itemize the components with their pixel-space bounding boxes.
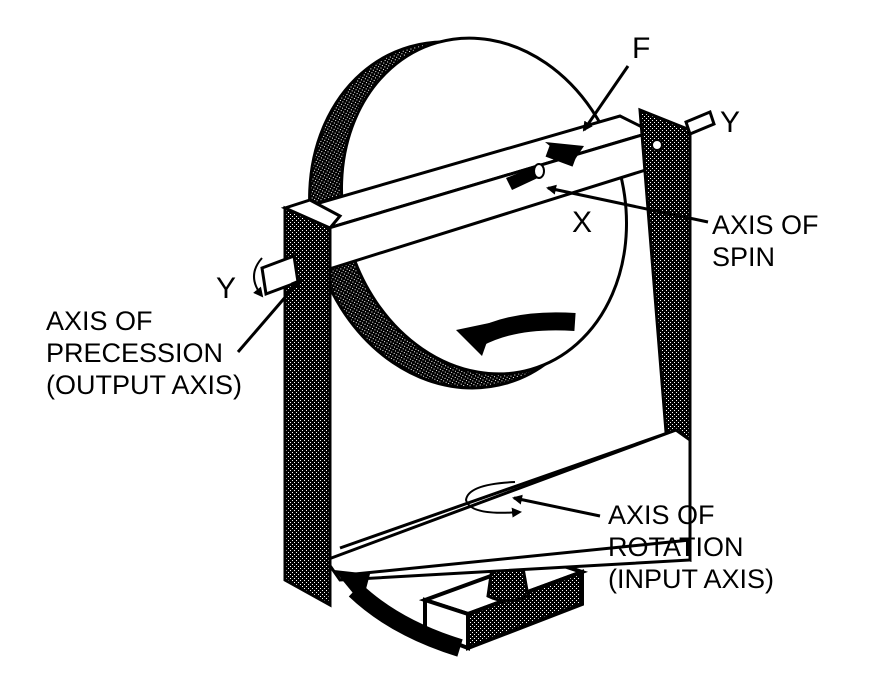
rotation-label-line2: ROTATION <box>608 532 744 562</box>
precession-label-line2: PRECESSION <box>46 338 223 368</box>
axis-y-left-label: Y <box>216 272 236 305</box>
motion-arrows <box>253 142 584 657</box>
rotation-label-line3: (INPUT AXIS) <box>608 564 774 594</box>
precession-label-line3: (OUTPUT AXIS) <box>46 370 242 400</box>
spin-label-line2: SPIN <box>712 242 775 272</box>
gimbal-frame <box>280 107 692 608</box>
axis-x-label: X <box>572 206 592 239</box>
precession-label-line1: AXIS OF <box>46 306 153 336</box>
spin-axle <box>506 163 545 190</box>
spin-label-line1: AXIS OF <box>712 210 819 240</box>
axis-y-right-label: Y <box>720 106 740 139</box>
rotation-label-line1: AXIS OF <box>608 500 715 530</box>
force-label: F <box>632 32 650 65</box>
pivot-pins <box>260 109 716 297</box>
leader-lines <box>236 65 709 518</box>
